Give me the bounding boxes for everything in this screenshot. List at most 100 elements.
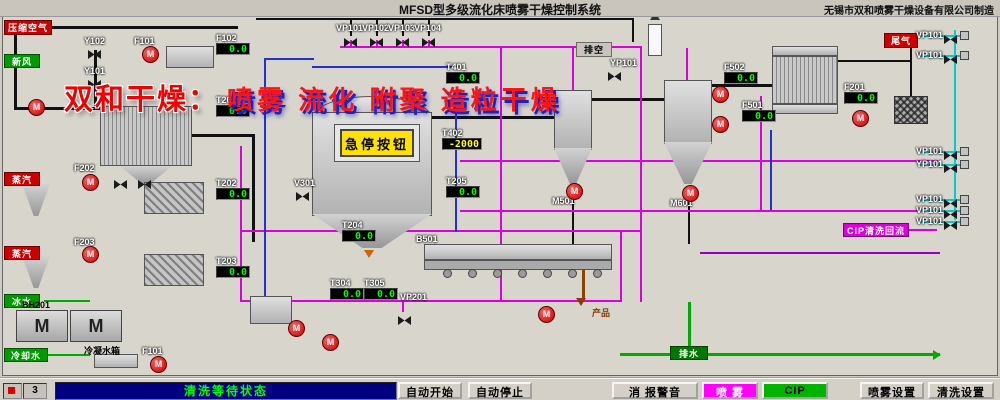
pump-F101-top[interactable]: M bbox=[142, 46, 159, 63]
pipe-28 bbox=[240, 146, 242, 302]
pipe-46 bbox=[918, 164, 964, 166]
label-Y102: Y102 bbox=[84, 36, 106, 46]
label-VP101: VP101 bbox=[336, 23, 364, 33]
cip-mode-button[interactable]: CIP bbox=[762, 382, 828, 399]
pipe-17 bbox=[572, 200, 574, 244]
pipe-51 bbox=[688, 302, 691, 354]
label-F101-pump: F101 bbox=[142, 346, 163, 356]
tag-cooling-water: 冷却水 bbox=[4, 348, 48, 362]
valve-right-7[interactable] bbox=[944, 217, 957, 230]
pipe-9 bbox=[632, 18, 634, 42]
valve-right-3[interactable] bbox=[944, 147, 957, 160]
blower-2: M bbox=[70, 310, 122, 342]
display-label-F502: F502 bbox=[724, 62, 745, 72]
label-VP201: VP201 bbox=[400, 292, 428, 302]
condenser-bottom-cap bbox=[772, 104, 838, 114]
auto-start-button[interactable]: 自动开始 bbox=[398, 382, 462, 399]
hand-valve-1[interactable] bbox=[960, 51, 969, 60]
pump-feed-2[interactable]: M bbox=[322, 334, 339, 351]
flow-arrow-1 bbox=[364, 250, 374, 258]
valve-YP101[interactable] bbox=[608, 68, 621, 81]
alarm-led-icon bbox=[8, 387, 15, 394]
valve-right-2[interactable] bbox=[944, 51, 957, 64]
pipe-2 bbox=[14, 107, 102, 110]
valve-right-6[interactable] bbox=[944, 206, 957, 219]
valve-V301[interactable] bbox=[296, 188, 309, 201]
valve-Y101[interactable] bbox=[88, 76, 101, 89]
valve-right-4[interactable] bbox=[944, 160, 957, 173]
valve-VP201[interactable] bbox=[398, 312, 411, 325]
label-VP103: VP103 bbox=[388, 23, 416, 33]
display-T305: 0.0 bbox=[364, 288, 398, 300]
cyclone1-body bbox=[554, 90, 592, 150]
tag-exhaust: 尾气 bbox=[884, 33, 918, 48]
hand-valve-6[interactable] bbox=[960, 217, 969, 226]
pipe-0 bbox=[46, 26, 238, 29]
valve-baghouse-1[interactable] bbox=[114, 176, 127, 189]
rotary-valve-M501[interactable]: M bbox=[566, 183, 583, 200]
pipe-41 bbox=[770, 130, 772, 210]
clean-settings-button[interactable]: 清洗设置 bbox=[928, 382, 994, 399]
bed-port-1 bbox=[468, 269, 477, 278]
pump-feed-1[interactable]: M bbox=[288, 320, 305, 337]
pump-discharge[interactable]: M bbox=[538, 306, 555, 323]
display-label-F201: F201 bbox=[844, 82, 865, 92]
spray-mode-button[interactable]: 喷 雾 bbox=[702, 382, 758, 399]
flow-arrow-0 bbox=[576, 298, 586, 306]
heat-exchanger-1 bbox=[144, 182, 204, 214]
pipe-45 bbox=[918, 151, 964, 153]
bed-port-0 bbox=[443, 269, 452, 278]
display-label-T305: T305 bbox=[364, 278, 385, 288]
pump-F101[interactable]: M bbox=[150, 356, 167, 373]
pump-inlet[interactable]: M bbox=[28, 99, 45, 116]
label-F101: F101 bbox=[134, 36, 155, 46]
pump-F501[interactable]: M bbox=[712, 116, 729, 133]
valve-right-5[interactable] bbox=[944, 195, 957, 208]
pipe-52 bbox=[44, 300, 90, 302]
title-bar: MFSD型多级流化床喷雾干燥控制系统 无锡市双和喷雾干燥设备有限公司制造 bbox=[0, 0, 1000, 17]
pipe-50 bbox=[620, 353, 940, 356]
bed-port-3 bbox=[518, 269, 527, 278]
condenser-top-cap bbox=[772, 46, 838, 56]
pipe-27 bbox=[240, 230, 640, 232]
hand-valve-3[interactable] bbox=[960, 160, 969, 169]
valve-VP104[interactable] bbox=[422, 34, 435, 47]
display-label-T401: T401 bbox=[446, 62, 467, 72]
valve-VP101[interactable] bbox=[344, 34, 357, 47]
hand-valve-4[interactable] bbox=[960, 195, 969, 204]
label-VP101-r7: VP101 bbox=[916, 216, 944, 226]
pipe-3 bbox=[94, 50, 97, 110]
valve-Y102[interactable] bbox=[88, 46, 101, 59]
pipe-37 bbox=[264, 58, 266, 302]
hand-valve-0[interactable] bbox=[960, 31, 969, 40]
emergency-stop-button[interactable]: 急停按钮 bbox=[340, 129, 414, 157]
hand-valve-5[interactable] bbox=[960, 206, 969, 215]
rotary-valve-M601[interactable]: M bbox=[682, 185, 699, 202]
spray-settings-button[interactable]: 喷雾设置 bbox=[860, 382, 924, 399]
pipe-4 bbox=[256, 18, 634, 20]
pump-F203[interactable]: M bbox=[82, 246, 99, 263]
valve-VP102[interactable] bbox=[370, 34, 383, 47]
pipe-35 bbox=[572, 48, 574, 90]
pump-F202[interactable]: M bbox=[82, 174, 99, 191]
hand-valve-2[interactable] bbox=[960, 147, 969, 156]
pipe-54 bbox=[700, 252, 940, 254]
pipe-39 bbox=[455, 114, 457, 232]
fluid-bed-lower bbox=[424, 260, 612, 270]
tag-cip-return: CIP清洗回流 bbox=[843, 223, 909, 237]
valve-right-1[interactable] bbox=[944, 31, 957, 44]
pipe-15 bbox=[838, 60, 910, 62]
pump-F201[interactable]: M bbox=[852, 110, 869, 127]
tag-chilled-water: 冰水 bbox=[4, 294, 40, 308]
mute-alarm-button[interactable]: 消 报警音 bbox=[612, 382, 698, 399]
manufacturer-text: 无锡市双和喷雾干燥设备有限公司制造 bbox=[824, 6, 994, 17]
valve-VP103[interactable] bbox=[396, 34, 409, 47]
bed-port-4 bbox=[543, 269, 552, 278]
auto-stop-button[interactable]: 自动停止 bbox=[468, 382, 532, 399]
pipe-21 bbox=[376, 40, 378, 48]
baghouse-filter bbox=[100, 106, 192, 166]
pump-F502[interactable]: M bbox=[712, 86, 729, 103]
bed-port-2 bbox=[493, 269, 502, 278]
valve-baghouse-2[interactable] bbox=[138, 176, 151, 189]
